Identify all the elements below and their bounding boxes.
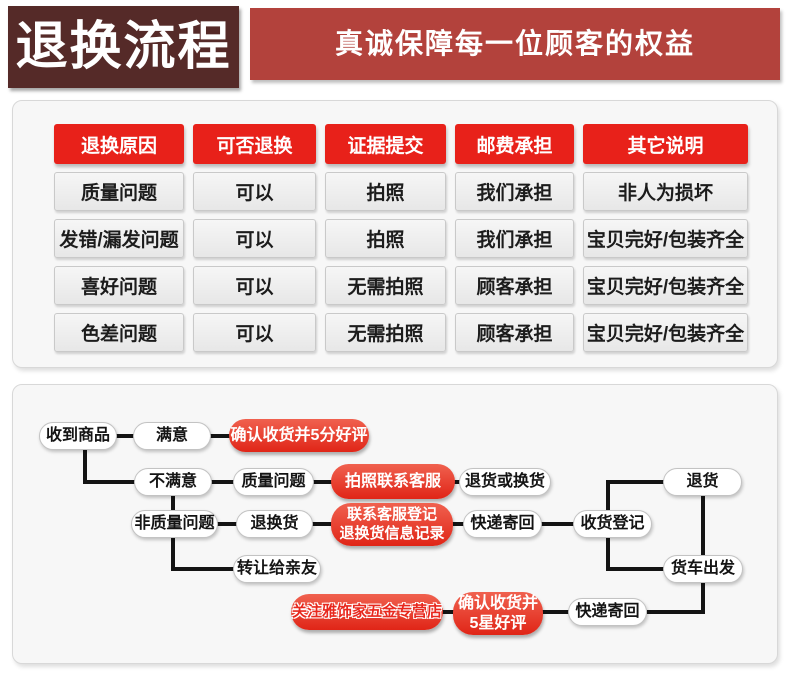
flow-node-receipt-registration: 收货登记 [573, 510, 652, 538]
table-cell: 质量问题 [54, 172, 184, 211]
table-cell: 我们承担 [455, 219, 574, 258]
flow-connector-line [171, 496, 175, 512]
table-cell: 无需拍照 [325, 266, 446, 305]
flow-connector-line [311, 522, 333, 526]
table-cell: 顾客承担 [455, 313, 574, 352]
flow-connector-line [83, 448, 87, 484]
flow-node-satisfied: 满意 [133, 422, 211, 450]
flow-node-contact-service-register: 联系客服登记 退换货信息记录 [331, 503, 453, 546]
flow-connector-line [701, 496, 705, 555]
flow-connector-line [439, 610, 455, 614]
flow-connector-line [606, 480, 665, 484]
flow-node-return-exchange-goods: 退换货 [236, 510, 313, 538]
page-title: 退换流程 [8, 6, 239, 88]
table-cell: 宝贝完好/包装齐全 [583, 313, 748, 352]
flow-node-express-mail-back-mid: 快递寄回 [463, 510, 542, 538]
flow-node-truck-departs: 货车出发 [663, 555, 743, 583]
flow-connector-line [171, 567, 235, 571]
table-cell: 宝贝完好/包装齐全 [583, 266, 748, 305]
flow-connector-line [453, 480, 463, 484]
return-policy-panel: 退换原因可否退换证据提交邮费承担其它说明质量问题可以拍照我们承担非人为损坏发错/… [12, 100, 778, 368]
flow-node-photo-contact-service: 拍照联系客服 [331, 464, 455, 499]
flow-node-return-goods: 退货 [663, 468, 742, 496]
flow-connector-line [647, 610, 705, 614]
flow-node-return-or-exchange: 退货或换货 [459, 468, 551, 496]
flow-connector-line [171, 538, 175, 571]
flow-node-confirm-receipt-5-points: 确认收货并5分好评 [229, 419, 369, 452]
table-cell: 拍照 [325, 219, 446, 258]
flow-connector-line [113, 434, 137, 438]
table-cell: 发错/漏发问题 [54, 219, 184, 258]
table-header-cell: 其它说明 [583, 124, 748, 164]
table-cell: 可以 [193, 219, 316, 258]
table-cell: 可以 [193, 313, 316, 352]
flow-node-received-goods: 收到商品 [39, 422, 117, 450]
table-cell: 可以 [193, 172, 316, 211]
flow-connector-line [540, 610, 570, 614]
flow-node-non-quality-issue: 非质量问题 [131, 510, 218, 538]
policy-table: 退换原因可否退换证据提交邮费承担其它说明质量问题可以拍照我们承担非人为损坏发错/… [13, 101, 777, 352]
table-header-cell: 可否退换 [193, 124, 316, 164]
flow-connector-line [210, 480, 235, 484]
flow-node-quality-issue: 质量问题 [233, 468, 314, 496]
table-cell: 色差问题 [54, 313, 184, 352]
flow-connector-line [216, 522, 238, 526]
table-cell: 无需拍照 [325, 313, 446, 352]
table-cell: 宝贝完好/包装齐全 [583, 219, 748, 258]
flow-connector-line [83, 480, 136, 484]
table-cell: 非人为损坏 [583, 172, 748, 211]
table-cell: 我们承担 [455, 172, 574, 211]
table-cell: 拍照 [325, 172, 446, 211]
table-cell: 可以 [193, 266, 316, 305]
flow-node-unsatisfied: 不满意 [134, 468, 212, 496]
flow-connector-line [606, 567, 665, 571]
table-cell: 喜好问题 [54, 266, 184, 305]
return-flowchart-panel: 收到商品满意确认收货并5分好评不满意质量问题拍照联系客服退货或换货 退货非质量问题… [12, 384, 778, 664]
flow-connector-line [540, 522, 575, 526]
table-header-cell: 邮费承担 [455, 124, 574, 164]
flow-connector-line [450, 522, 465, 526]
flow-node-follow-store: 关注雅饰家五金专营店 [291, 594, 443, 630]
flow-connector-line [312, 480, 333, 484]
flow-connector-line [701, 583, 705, 614]
flow-node-transfer-to-friends: 转让给亲友 [233, 555, 321, 583]
table-cell: 顾客承担 [455, 266, 574, 305]
table-header-cell: 证据提交 [325, 124, 446, 164]
flow-node-confirm-receipt-5-star: 确认收货并 5星好评 [453, 592, 543, 635]
table-header-cell: 退换原因 [54, 124, 184, 164]
header-banner: 真诚保障每一位顾客的权益 [250, 8, 780, 80]
flow-connector-line [209, 434, 231, 438]
flow-node-express-mail-back-bottom: 快递寄回 [568, 598, 647, 626]
